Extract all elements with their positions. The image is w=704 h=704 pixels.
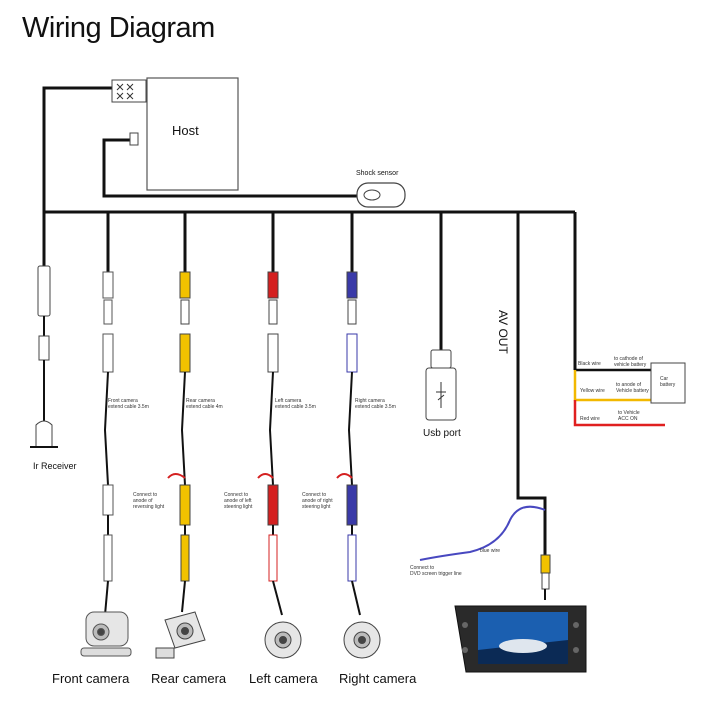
trigger-wire [419,505,546,561]
car-battery-label: Car battery [660,376,676,388]
to-cathode-label: to cathode of vehicle battery [614,356,647,368]
rear-camera-chain [155,271,206,659]
page-title: Wiring Diagram [22,12,215,44]
car-battery [650,362,686,404]
rear-camera-label: Rear camera [151,671,227,686]
right-steering-note: Connect to anode of right steering light [302,492,333,510]
front-camera-chain [80,271,132,657]
to-anode-label: to anode of Vehicle battery [616,382,649,394]
ir-receiver-label: Ir Receiver [33,461,77,471]
trigger-note: Connect to DVD screen trigger line [410,565,462,577]
front-cable-note: Front camera extend cable 3.5m [108,398,149,410]
av-out-connector [540,554,551,600]
blue-wire-label: blue wire [480,548,501,554]
av-out-label: AV OUT [496,310,510,354]
left-steering-note: Connect to anode of left steering light [224,492,253,510]
usb-connector [425,349,457,421]
right-camera-chain [336,271,381,659]
left-camera-chain [257,271,302,659]
host-label: Host [172,123,199,138]
reversing-light-note: Connect to anode of reversing light [133,492,165,510]
right-camera-label: Right camera [339,671,417,686]
ir-receiver-assembly [30,265,58,448]
host-unit [111,77,239,191]
shock-sensor [356,182,406,208]
shock-sensor-label: Shock sensor [356,170,399,177]
power-harness [573,368,665,427]
left-camera-label: Left camera [249,671,318,686]
red-wire-label: Red wire [580,416,600,422]
yellow-wire-label: Yellow wire [580,388,605,394]
right-cable-note: Right camera extend cable 3.5m [355,398,396,410]
usb-port-label: Usb port [423,428,461,439]
rear-cable-note: Rear camera extend cable 4m [186,398,223,410]
dvd-screen [454,605,587,673]
to-acc-label: to Vehicle ACC ON [618,410,640,422]
left-cable-note: Left camera extend cable 3.5m [275,398,316,410]
front-camera-label: Front camera [52,671,130,686]
black-wire-label: Black wire [578,361,601,367]
main-harness [42,86,577,555]
